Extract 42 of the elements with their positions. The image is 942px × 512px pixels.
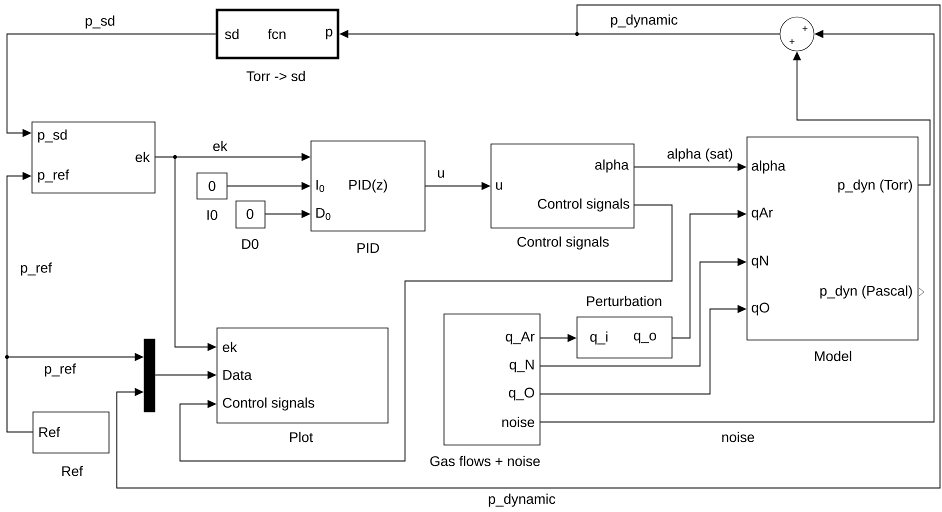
node-label: u [496,182,502,190]
node-label: Control signals [538,198,630,212]
node-label: q_Ar [506,332,535,344]
node-label: noise [502,416,534,428]
block-name: Plot [290,432,313,442]
connector [180,204,672,462]
block: Ref [32,412,110,454]
edge-label: p_ref [43,362,77,378]
block-name: I0 [207,210,218,220]
connector [116,4,940,488]
block-name: D0 [242,239,258,249]
block: q_i q_o [576,316,672,358]
block-name: Control signals [517,236,609,250]
block-name: Perturbation [587,296,662,306]
edge-label: p_dynamic [609,13,679,29]
block: alpha qAr qN qO p_dyn (Torr) p_dyn (Pascal) [746,136,924,340]
block: I$_{0}$ PID(z) D$_{0}$ [310,140,426,232]
block: ek Data Control signals [216,328,388,424]
edge-label: u [436,169,446,179]
block: 0 [236,200,266,228]
block-name: Ref [62,466,83,476]
block: u alpha Control signals [490,144,634,228]
edge-label: alpha (sat) [666,147,734,163]
edge-label: p_ref [19,261,53,277]
node-label: sd [225,28,238,40]
node-label: q_N [510,360,534,372]
block-name: Model [815,350,852,362]
edge-label: p_dynamic [486,492,557,508]
node-label: q_O [508,388,534,400]
edge-label: p_sd [84,14,116,30]
block-name: PID [357,243,379,253]
edge-label: ek [212,140,228,152]
block: q_Ar q_N q_O noise [444,314,540,446]
node-label: fcn [268,28,286,40]
block: sd fcn p [216,8,340,60]
block-name: Torr -> sd [246,70,305,82]
block: p_sd p_ref ek [32,122,156,194]
node-label: alpha [595,159,629,173]
node-label: p [326,28,332,40]
block: 0 [196,172,228,200]
block-name: Gas flows + noise [430,456,540,466]
edge-label: noise [720,430,756,444]
